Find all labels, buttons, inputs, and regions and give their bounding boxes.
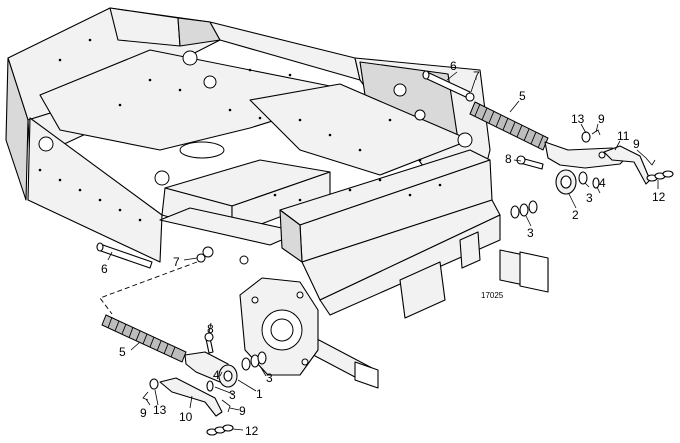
hardware-right-top (581, 129, 656, 166)
nut-left (196, 253, 206, 263)
callout-4-left: 4 (213, 368, 220, 382)
callout-2: 2 (572, 208, 579, 222)
callout-3-left-b: 3 (229, 388, 236, 402)
bolt-left (204, 332, 214, 354)
pulley-left (218, 364, 238, 388)
right-side-parts (422, 70, 674, 219)
assembly-line-left (99, 261, 198, 315)
spring-right (469, 101, 549, 151)
callout-6-left: 6 (101, 262, 108, 276)
leader-lines (107, 71, 659, 431)
callout-7-left: 7 (173, 255, 180, 269)
mower-frame (5, 7, 549, 389)
figure-reference: 17025 (481, 291, 504, 300)
callout-5-left: 5 (119, 345, 126, 359)
callout-4-right: 4 (599, 176, 606, 190)
callout-12-left: 12 (245, 424, 259, 438)
callout-1: 1 (256, 387, 263, 401)
callout-13-right: 13 (571, 112, 585, 126)
pin-right (422, 70, 471, 99)
callout-9-right-a: 9 (598, 112, 605, 126)
spacers-left (206, 351, 267, 392)
callout-13-left: 13 (153, 403, 167, 417)
callout-8-right: 8 (505, 152, 512, 166)
nut-right (465, 92, 475, 102)
callout-10: 10 (179, 410, 193, 424)
spacers-right (510, 177, 600, 219)
bolt-right (516, 155, 544, 170)
callout-12-right: 12 (652, 190, 666, 204)
callout-9-left-a: 9 (140, 406, 147, 420)
chain-left (206, 424, 234, 436)
callout-3-right-b: 3 (527, 226, 534, 240)
callouts: 6 7 5 13 9 11 9 8 4 3 12 2 3 17025 6 7 8… (101, 59, 666, 438)
callout-3-left-a: 3 (266, 371, 273, 385)
callout-9-right-b: 9 (633, 137, 640, 151)
callout-9-left-b: 9 (239, 404, 246, 418)
callout-6-right: 6 (450, 59, 457, 73)
left-side-parts (96, 242, 267, 436)
callout-7-right: 7 (473, 69, 480, 83)
rod-right (603, 145, 651, 185)
callout-11: 11 (617, 129, 630, 143)
callout-8-left: 8 (207, 322, 214, 336)
pulley-right (555, 169, 577, 195)
callout-3-right-a: 3 (586, 191, 593, 205)
hardware-left (142, 378, 231, 413)
spring-left (101, 314, 187, 363)
callout-5-right: 5 (519, 89, 526, 103)
chain-right (646, 170, 674, 182)
pin-left (96, 242, 153, 269)
rod-left (159, 377, 223, 417)
washer-right (578, 171, 588, 185)
idler-arm-right (544, 141, 629, 169)
